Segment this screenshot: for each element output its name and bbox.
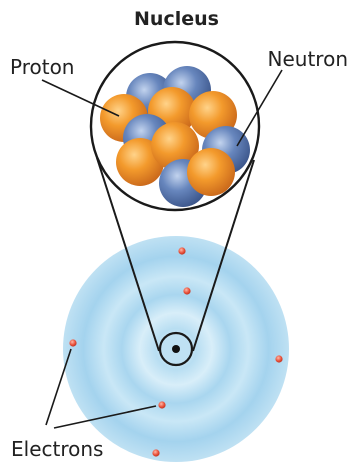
electron (183, 287, 190, 294)
electron (152, 449, 159, 456)
neutron-label: Neutron (268, 47, 348, 71)
proton-label: Proton (10, 55, 74, 79)
proton-particle (187, 148, 235, 196)
electrons-pointer-line (46, 349, 71, 425)
nucleus-dot (172, 345, 180, 353)
electron (178, 247, 185, 254)
electron (275, 355, 282, 362)
electrons-label: Electrons (11, 437, 103, 461)
diagram-title: Nucleus (0, 8, 353, 30)
electron (69, 339, 76, 346)
electron (158, 401, 165, 408)
